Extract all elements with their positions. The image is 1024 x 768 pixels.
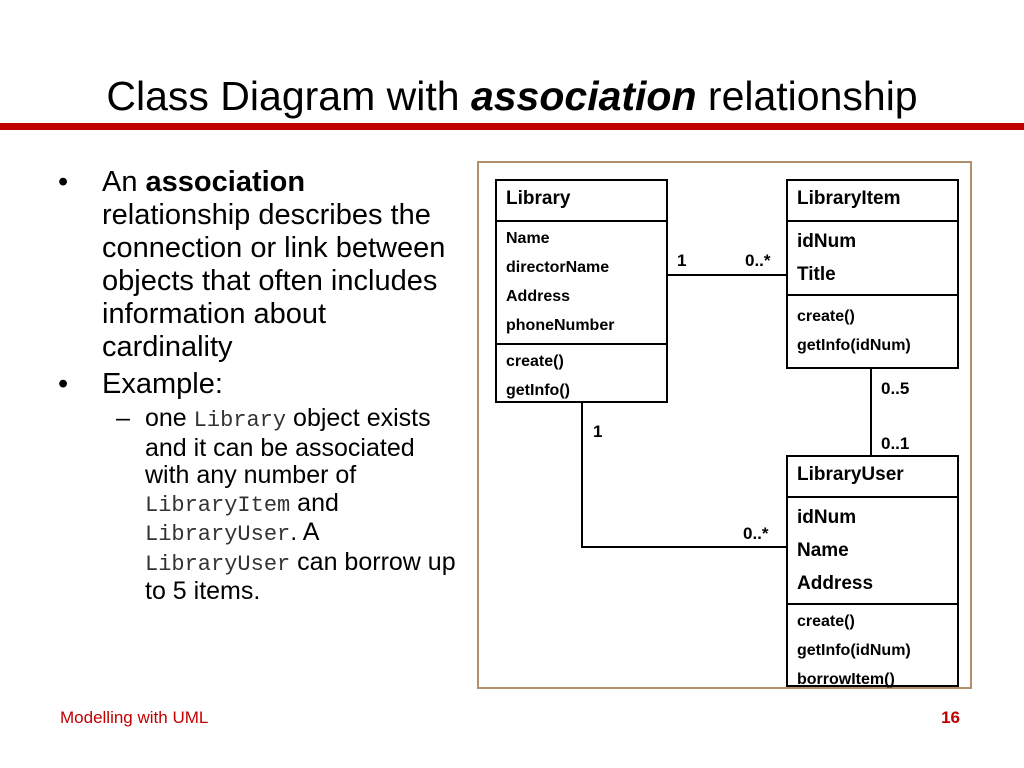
attribute: Name (506, 230, 550, 247)
operation: create() (797, 308, 855, 325)
bullet-list: • An association relationship describes … (58, 166, 458, 606)
code-library-user-2: LibraryUser (145, 551, 291, 577)
attribute: Address (506, 288, 571, 305)
class-library-item-name: LibraryItem (797, 188, 901, 209)
bullet-1-prefix: An (102, 166, 146, 198)
class-library-user-name: LibraryUser (797, 464, 904, 485)
class-library: Library Name directorName Address phoneN… (495, 179, 668, 403)
attribute: phoneNumber (506, 317, 615, 334)
class-library-user: LibraryUser idNum Name Address create() … (786, 455, 959, 688)
class-library-item-attributes: idNum Title (788, 220, 957, 294)
footer-course-title: Modelling with UML (60, 708, 209, 727)
class-library-attributes: Name directorName Address phoneNumber (497, 220, 666, 343)
bullet-dot-icon: • (58, 166, 69, 198)
code-library: Library (193, 408, 287, 433)
multiplicity-user-from-item: 0..1 (881, 434, 910, 453)
bullet-2-text: Example: (102, 368, 223, 400)
operation: getInfo() (506, 382, 570, 399)
sub-text-3: and (290, 488, 339, 517)
title-emphasis: association (470, 73, 697, 119)
class-diagram-frame: Library Name directorName Address phoneN… (477, 161, 972, 689)
class-library-operations: create() getInfo() (497, 343, 666, 409)
title-underline (0, 123, 1024, 130)
multiplicity-library-to-user: 1 (593, 422, 603, 441)
operation: create() (797, 613, 855, 630)
attribute: Title (797, 264, 836, 285)
page-number: 16 (941, 708, 960, 727)
sub-text-2: object exists and it can be associated w… (145, 404, 431, 489)
class-library-user-operations: create() getInfo(idNum) borrowItem() (788, 603, 957, 698)
attribute: Address (797, 573, 874, 594)
slide-title: Class Diagram with association relations… (0, 70, 1024, 122)
title-text-after: relationship (696, 73, 918, 119)
operation: create() (506, 353, 564, 370)
attribute: idNum (797, 231, 857, 252)
attribute: Name (797, 540, 849, 561)
attribute: idNum (797, 507, 857, 528)
bullet-1-text: relationship describes the connection or… (102, 199, 446, 363)
multiplicity-item-to-user: 0..5 (881, 379, 910, 398)
multiplicity-item-from-library: 0..* (745, 251, 771, 270)
bullet-dot-icon: • (58, 368, 69, 400)
attribute: directorName (506, 259, 610, 276)
code-library-user: LibraryUser (145, 522, 291, 547)
dash-icon: – (116, 404, 130, 432)
sub-bullet-example: – one Library object exists and it can b… (58, 404, 458, 606)
title-text-before: Class Diagram with (106, 73, 471, 119)
operation: borrowItem() (797, 671, 895, 688)
bullet-association: • An association relationship describes … (58, 166, 458, 364)
association-library-user-horizontal (581, 546, 787, 548)
sub-text-1: one (145, 404, 194, 432)
multiplicity-user-from-library: 0..* (743, 524, 769, 543)
class-library-name: Library (506, 188, 571, 209)
code-library-item: LibraryItem (145, 492, 291, 518)
operation: getInfo(idNum) (797, 337, 911, 354)
bullet-1-bold: association (145, 166, 306, 198)
sub-text-5: can borrow up to 5 items. (145, 547, 456, 605)
multiplicity-library-to-item: 1 (677, 251, 687, 270)
association-item-user (870, 369, 872, 455)
bullet-example: • Example: (58, 368, 458, 401)
sub-text-4: . A (290, 518, 319, 546)
association-library-user-vertical (581, 402, 583, 548)
class-library-item: LibraryItem idNum Title create() getInfo… (786, 179, 959, 369)
class-library-user-attributes: idNum Name Address (788, 496, 957, 603)
operation: getInfo(idNum) (797, 642, 911, 659)
class-library-item-operations: create() getInfo(idNum) (788, 294, 957, 364)
association-library-item (667, 274, 787, 276)
